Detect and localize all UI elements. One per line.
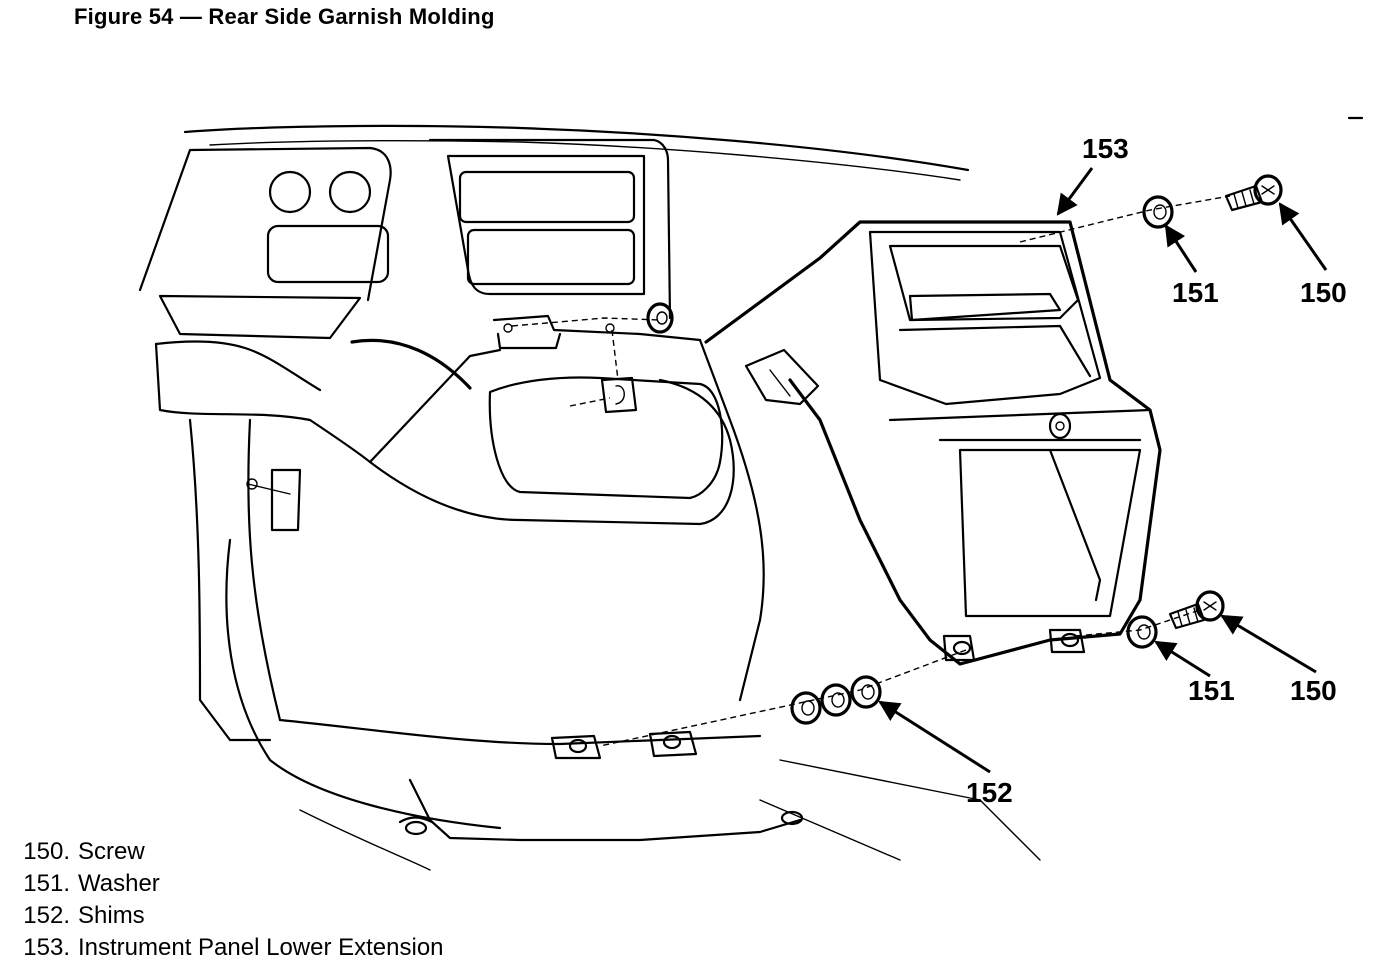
callout-153: 153 bbox=[1082, 133, 1129, 164]
washer-151-bottom bbox=[1126, 615, 1158, 649]
shims-152 bbox=[790, 675, 882, 725]
legend-label: Washer bbox=[78, 870, 160, 897]
callout-150-bottom: 150 bbox=[1290, 675, 1337, 706]
washer-151-top bbox=[1142, 195, 1174, 229]
callout-150-top: 150 bbox=[1300, 277, 1347, 308]
callout-151-top: 151 bbox=[1172, 277, 1219, 308]
screw-150-bottom bbox=[1168, 590, 1225, 630]
parts-legend: 150. Screw 151. Washer 152. Shims 153. Instr… bbox=[8, 836, 444, 964]
legend-row: 150. Screw bbox=[8, 836, 444, 868]
legend-number: 152. bbox=[23, 902, 70, 929]
legend-number: 153. bbox=[23, 934, 70, 961]
display-panel bbox=[266, 224, 390, 284]
floor-console bbox=[154, 338, 1041, 871]
radio-slot-upper bbox=[458, 170, 636, 224]
screw-150-top bbox=[1224, 174, 1283, 212]
legend-number: 151. bbox=[23, 870, 70, 897]
legend-row: 151. Washer bbox=[8, 868, 444, 900]
callout-152: 152 bbox=[966, 777, 1013, 808]
dashboard bbox=[138, 124, 970, 414]
legend-label: Shims bbox=[78, 902, 145, 929]
legend-row: 153. Instrument Panel Lower Extension bbox=[8, 932, 444, 964]
legend-row: 152. Shims bbox=[8, 900, 444, 932]
leader-lines bbox=[878, 167, 1328, 774]
lower-extension-part-153 bbox=[599, 195, 1231, 747]
gauge-right bbox=[328, 170, 372, 214]
legend-number: 150. bbox=[23, 838, 70, 865]
legend-label: Instrument Panel Lower Extension bbox=[78, 934, 444, 961]
radio-slot-lower bbox=[466, 228, 636, 286]
legend-label: Screw bbox=[78, 838, 145, 865]
gauge-left bbox=[268, 170, 312, 214]
callout-151-bottom: 151 bbox=[1188, 675, 1235, 706]
figure-title: Figure 54 — Rear Side Garnish Molding bbox=[74, 4, 495, 29]
